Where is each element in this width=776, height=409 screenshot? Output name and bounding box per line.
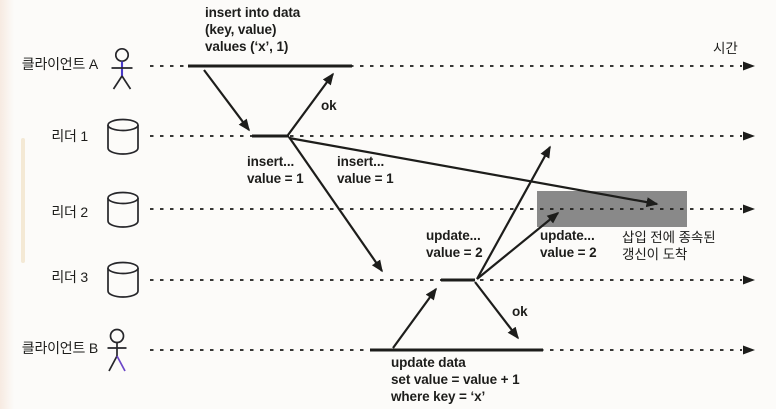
person-icon bbox=[107, 328, 127, 372]
update-message-right: update... value = 2 bbox=[540, 228, 597, 260]
arrow-leader1-ok-to-clientA bbox=[287, 72, 334, 136]
timeline-arrowhead-leader-2 bbox=[743, 204, 755, 214]
timeline-arrowhead-client-b bbox=[743, 345, 755, 355]
arrow-clientB-update-to-leader3 bbox=[392, 287, 437, 349]
scan-artifact bbox=[21, 138, 25, 263]
timeline-arrowhead-client-a bbox=[743, 61, 755, 71]
lane-label-leader-1: 리더 1 bbox=[51, 128, 88, 144]
insert-message-right: insert... value = 1 bbox=[337, 154, 394, 186]
arrow-clientA-insert-to-leader1 bbox=[203, 69, 250, 132]
lane-label-leader-2: 리더 2 bbox=[51, 204, 88, 220]
time-axis-label: 시간 bbox=[713, 41, 738, 56]
arrow-leader1-insert-to-leader2 bbox=[288, 136, 659, 208]
lane-label-leader-3: 리더 3 bbox=[51, 269, 88, 285]
lane-label-client-a: 클라이언트 A bbox=[21, 56, 98, 72]
lane-label-client-b: 클라이언트 B bbox=[21, 340, 98, 356]
database-icon bbox=[107, 261, 139, 298]
insert-query-annotation: insert into data (key, value) values (‘x… bbox=[205, 5, 301, 54]
highlight-note: 삽입 전에 종속된 갱신이 도착 bbox=[622, 230, 716, 262]
arrow-leader3-update-to-leader2 bbox=[476, 212, 560, 280]
database-icon bbox=[107, 191, 139, 228]
insert-message-left: insert... value = 1 bbox=[247, 154, 304, 186]
database-icon bbox=[107, 118, 139, 155]
arrow-leader3-ok-to-clientB bbox=[474, 281, 519, 340]
arrow-leader1-insert-to-leader3 bbox=[288, 136, 383, 273]
update-message-left: update... value = 2 bbox=[426, 228, 483, 260]
timeline-arrowhead-leader-1 bbox=[743, 131, 755, 141]
ok-label-bottom: ok bbox=[512, 304, 528, 319]
arrow-leader3-update-to-leader1 bbox=[476, 145, 551, 280]
person-icon bbox=[111, 47, 133, 90]
update-query-annotation: update data set value = value + 1 where … bbox=[391, 355, 520, 404]
timeline-arrowhead-leader-3 bbox=[743, 275, 755, 285]
ok-label-top: ok bbox=[321, 98, 337, 113]
